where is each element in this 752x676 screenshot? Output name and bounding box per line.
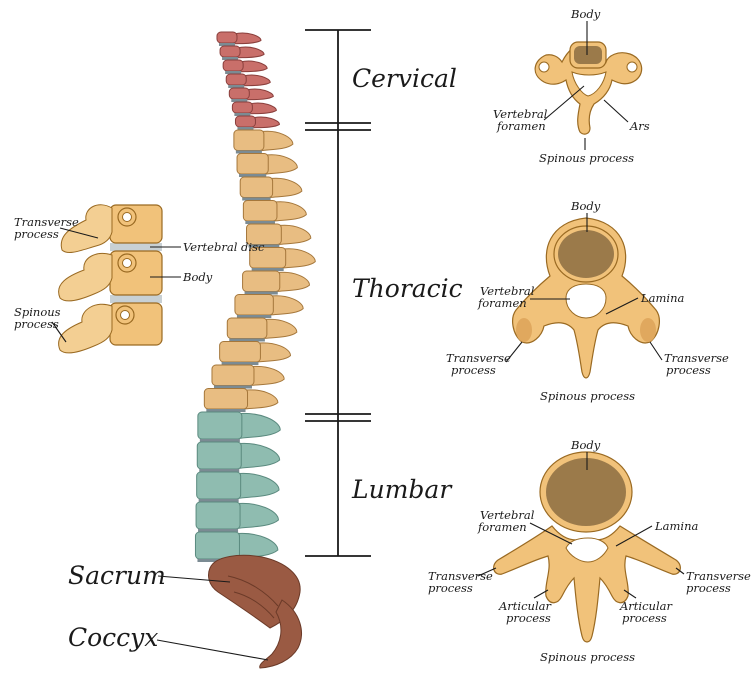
cervical-body-label: Body: [570, 7, 601, 21]
thoracic-vertebra-5: [246, 223, 312, 248]
lumbar-transverse-left-label-1: Transverse: [428, 569, 493, 583]
lumbar-vertebra-2: [196, 441, 281, 472]
thoracic-foramen-label-1: Vertebral: [480, 284, 535, 298]
spinal-column: [194, 31, 316, 669]
cervical-label: Cervical: [352, 64, 457, 93]
lumbar-vertebra-diagram: [493, 451, 681, 643]
cervical-vertebra-1: [216, 31, 262, 46]
thoracic-foramen-label-2: foramen: [477, 296, 527, 310]
side-spinous-label-2: process: [14, 317, 59, 331]
lumbar-transverse-right-label-1: Transverse: [686, 569, 751, 583]
thoracic-body-label: Body: [570, 199, 601, 213]
side-disc-2: [110, 295, 162, 303]
thoracic-vertebra-10: [219, 341, 292, 365]
side-process-1: [60, 204, 113, 253]
side-view-vertebrae: [58, 204, 163, 354]
lumbar-label: Lumbar: [351, 475, 453, 504]
cervical-vertebrae: [216, 31, 280, 130]
lumbar-vertebra-3: [196, 471, 280, 502]
thoracic-transverse-right-label-1: Transverse: [664, 351, 729, 365]
lumbar-foramen-label-2: foramen: [477, 520, 527, 534]
lumbar-body-label: Body: [570, 438, 601, 452]
side-transverse-label-1: Transverse: [14, 215, 79, 229]
thoracic-vertebra-11: [211, 364, 285, 389]
thoracic-vertebra-3: [239, 176, 303, 201]
thoracic-lamina-label: Lamina: [640, 291, 684, 305]
thoracic-vertebra-9: [226, 317, 298, 342]
lumbar-transverse-left-label-2: process: [428, 581, 473, 595]
thoracic-vertebra-1: [233, 129, 294, 154]
cervical-vertebra-6: [231, 101, 277, 116]
thoracic-spinous-label: Spinous process: [540, 389, 635, 403]
side-body-label: Body: [182, 270, 213, 284]
thoracic-label: Thoracic: [352, 274, 463, 303]
side-transverse-label-2: process: [14, 227, 59, 241]
cervical-vertebra-7: [234, 115, 280, 130]
lumbar-vertebra-1: [197, 411, 281, 442]
thoracic-vertebra-6: [249, 247, 316, 271]
thoracic-transverse-left-label-2: process: [451, 363, 496, 377]
lumbar-spinous-label: Spinous process: [540, 650, 635, 664]
thoracic-transverse-right-label-2: process: [666, 363, 711, 377]
coccyx-label: Coccyx: [68, 623, 158, 652]
cervical-spinous-label: Spinous process: [539, 151, 634, 165]
thoracic-vertebra-8: [234, 294, 304, 318]
cervical-foramen-label-2: foramen: [496, 119, 546, 133]
lumbar-transverse-right-label-2: process: [686, 581, 731, 595]
thoracic-vertebra-2: [236, 153, 298, 177]
thoracic-vertebra-4: [242, 200, 307, 224]
sacrum-label: Sacrum: [68, 561, 166, 590]
thoracic-transverse-left-label-1: Transverse: [446, 351, 511, 365]
cervical-ars-label: Ars: [629, 119, 650, 133]
cervical-foramen-label-1: Vertebral: [493, 107, 548, 121]
cervical-vertebra-2: [219, 45, 265, 60]
thoracic-vertebra-diagram: [512, 217, 660, 379]
lumbar-vertebra-4: [195, 501, 279, 532]
lumbar-articular-right-label-2: process: [622, 611, 667, 625]
cervical-vertebra-4: [225, 73, 271, 88]
thoracic-vertebra-7: [242, 270, 310, 295]
side-body-2: [109, 250, 163, 296]
lumbar-articular-right-label-1: Articular: [619, 599, 673, 613]
coccyx-shape: [259, 599, 302, 669]
thoracic-vertebra-12: [203, 388, 279, 412]
side-disc-1: [110, 243, 162, 251]
cervical-vertebra-3: [222, 59, 268, 74]
lumbar-lamina-label: Lamina: [654, 519, 698, 533]
lumbar-articular-left-label-1: Articular: [498, 599, 552, 613]
lumbar-foramen-label-1: Vertebral: [480, 508, 535, 522]
side-process-3: [58, 303, 113, 354]
region-bracket: [305, 29, 371, 557]
lumbar-vertebrae: [194, 411, 281, 562]
cervical-vertebra-diagram: [534, 41, 643, 135]
side-spinous-label-1: Spinous: [14, 305, 61, 319]
side-body-1: [109, 204, 163, 244]
thoracic-vertebrae: [203, 129, 316, 412]
cervical-vertebra-5: [228, 87, 274, 102]
lumbar-articular-left-label-2: process: [506, 611, 551, 625]
side-disc-label: Vertebral disc: [183, 240, 265, 254]
side-process-2: [58, 253, 113, 302]
